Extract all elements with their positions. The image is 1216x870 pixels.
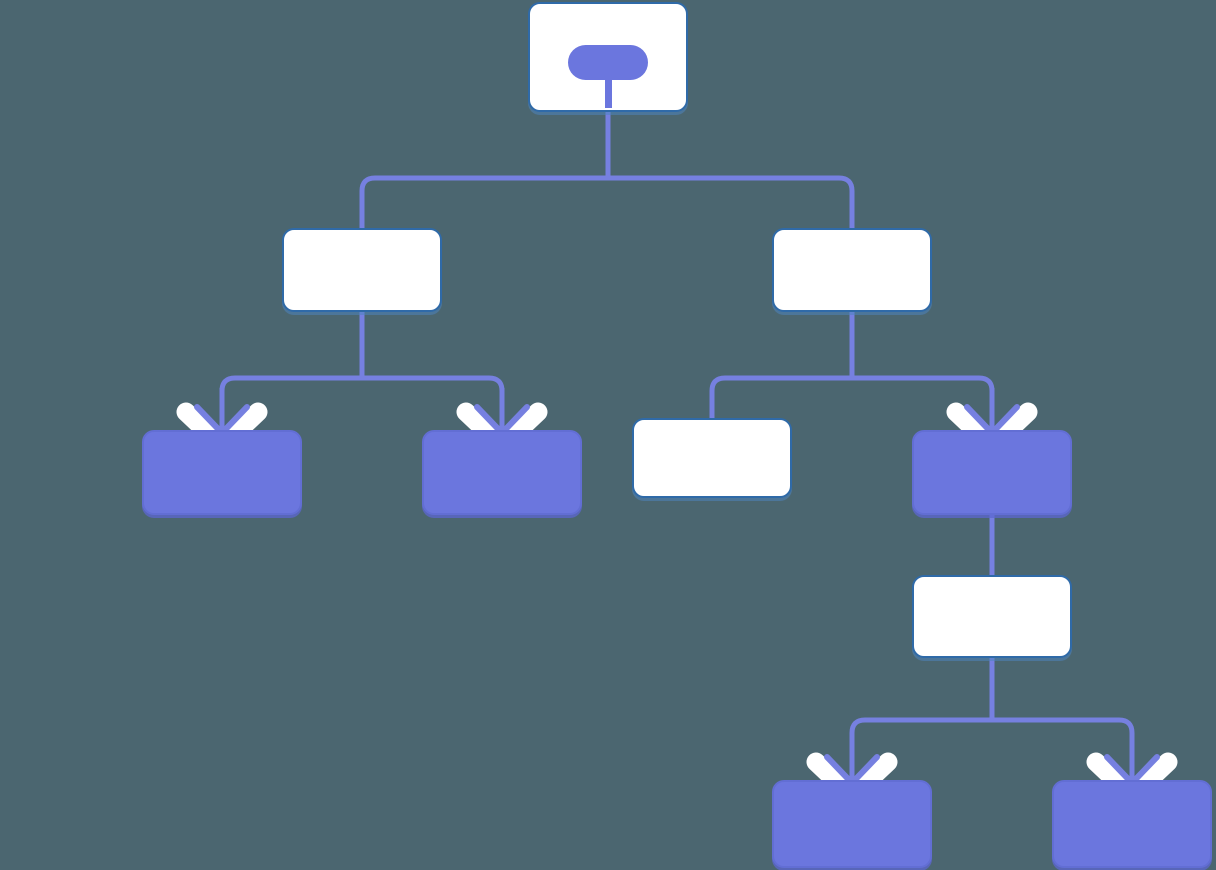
diagram-node-n2[interactable] xyxy=(282,228,442,312)
diagram-node-n6[interactable] xyxy=(632,418,792,498)
node-body xyxy=(424,432,580,513)
node-body xyxy=(634,420,790,496)
node-body xyxy=(914,577,1070,656)
connector-edge xyxy=(849,312,995,430)
diagram-node-n10[interactable] xyxy=(1052,780,1212,868)
connector-edge xyxy=(709,312,855,418)
node-body xyxy=(530,4,686,110)
node-body xyxy=(774,230,930,310)
diagram-node-n4[interactable] xyxy=(142,430,302,515)
diagram-node-n3[interactable] xyxy=(772,228,932,312)
diagram-node-n1[interactable] xyxy=(528,2,688,112)
connector-edge xyxy=(359,312,505,430)
pill-stem-icon xyxy=(604,80,612,108)
pill-head-icon xyxy=(568,45,648,80)
node-body xyxy=(144,432,300,513)
diagram-node-n7[interactable] xyxy=(912,430,1072,515)
connector-edge xyxy=(605,112,855,228)
diagram-node-n5[interactable] xyxy=(422,430,582,515)
diagram-node-n8[interactable] xyxy=(912,575,1072,658)
diagram-node-n9[interactable] xyxy=(772,780,932,868)
connector-edge xyxy=(989,658,1135,780)
node-body xyxy=(774,782,930,866)
connector-edge xyxy=(219,312,365,430)
pill-marker-icon xyxy=(568,45,648,108)
connector-edge xyxy=(359,112,611,228)
node-body xyxy=(914,432,1070,513)
connector-edge xyxy=(849,658,995,780)
node-body xyxy=(1054,782,1210,866)
node-body xyxy=(284,230,440,310)
